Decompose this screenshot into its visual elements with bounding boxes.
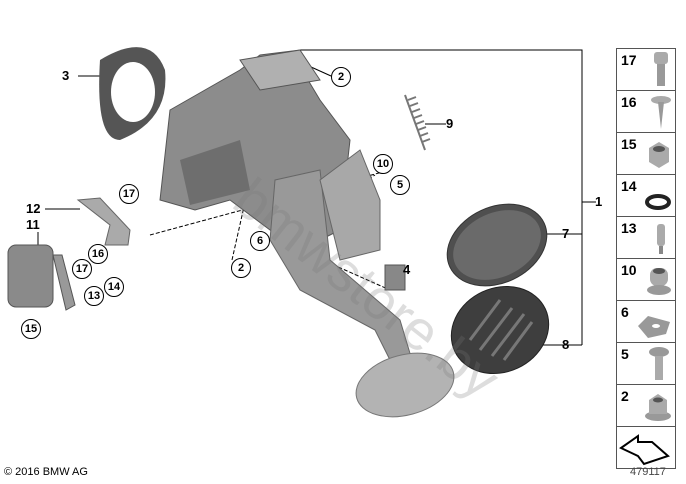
part-cell-16: 16 [616, 90, 676, 132]
bushing-icon [647, 268, 671, 295]
clip-icon [638, 316, 670, 338]
callout-13: 13 [84, 286, 104, 306]
part-cell-6: 6 [616, 300, 676, 342]
flange-nut-icon [645, 394, 671, 421]
copyright: © 2016 BMW AG [4, 466, 88, 478]
part-number: 16 [621, 94, 637, 110]
part-number: 2 [621, 388, 629, 404]
self-tapping-screw-icon [651, 96, 671, 129]
bolt-icon [649, 347, 669, 380]
pedal-pad-7-part [446, 203, 548, 287]
spring-part [404, 94, 431, 151]
sensor-part [7, 197, 131, 311]
part-cell-2: 2 [616, 384, 676, 426]
callout-4: 4 [403, 262, 411, 277]
callout-14: 14 [104, 277, 124, 297]
callout-15: 15 [21, 319, 41, 339]
arrow-icon [619, 434, 670, 466]
callout-3: 3 [62, 68, 70, 83]
callout-17: 17 [119, 184, 139, 204]
pedal-arm-part [269, 149, 455, 418]
part-number: 5 [621, 346, 629, 362]
callout-1: 1 [595, 194, 603, 209]
gasket-part [99, 47, 166, 141]
direction-arrow-cell [616, 426, 676, 469]
part-cell-5: 5 [616, 342, 676, 384]
part-cell-13: 13 [616, 216, 676, 258]
callout-10: 10 [373, 154, 393, 174]
callout-2: 2 [331, 67, 351, 87]
callout-8: 8 [562, 337, 570, 352]
diagram-number: 479117 [630, 466, 666, 478]
pedal-pad-8-part [450, 285, 550, 375]
callout-7: 7 [562, 226, 570, 241]
part-cell-17: 17 [616, 48, 676, 90]
hex-nut-icon [649, 142, 669, 168]
callout-12: 12 [26, 201, 41, 216]
part-number: 14 [621, 178, 637, 194]
o-ring-icon [645, 194, 671, 210]
pin-icon [657, 224, 665, 254]
callout-5: 5 [390, 175, 410, 195]
parts-panel: 17 16 15 14 13 10 6 5 2 [616, 48, 676, 469]
part-cell-14: 14 [616, 174, 676, 216]
callout-9: 9 [446, 116, 454, 131]
part-number: 17 [621, 52, 637, 68]
screw-icon [654, 52, 668, 86]
part-number: 10 [621, 262, 637, 278]
callout-6: 6 [250, 231, 270, 251]
part-number: 13 [621, 220, 637, 236]
switch-part [384, 264, 406, 291]
callout-2: 2 [231, 258, 251, 278]
callout-16: 16 [88, 244, 108, 264]
part-number: 15 [621, 136, 637, 152]
part-cell-15: 15 [616, 132, 676, 174]
part-cell-10: 10 [616, 258, 676, 300]
part-number: 6 [621, 304, 629, 320]
callout-17: 17 [72, 259, 92, 279]
callout-11: 11 [26, 217, 40, 232]
